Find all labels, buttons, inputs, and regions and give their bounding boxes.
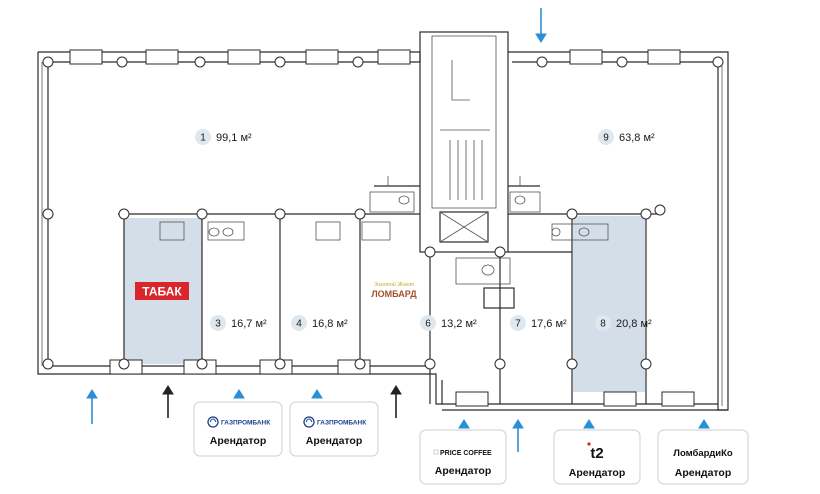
stair-core — [419, 31, 515, 309]
room-area: 20,8 м² — [616, 318, 652, 330]
room-area: 16,8 м² — [312, 318, 348, 330]
arrow-9 — [698, 419, 710, 429]
lombard-text: ЛОМБАРД — [371, 289, 417, 299]
tenant-card-gazprom-1: ГАЗПРОМБАНК Арендатор — [193, 401, 283, 457]
tenant-label: Арендатор — [210, 435, 267, 447]
room-area: 63,8 м² — [619, 132, 655, 144]
room-label-7: 7 17,6 м² — [510, 315, 567, 331]
lombard-sign: Золотой Жмот ЛОМБАРД — [371, 281, 417, 299]
room-area: 13,2 м² — [441, 318, 477, 330]
entrance-arrows — [86, 8, 710, 452]
room-label-9: 9 63,8 м² — [598, 129, 655, 145]
room-label-1: 1 99,1 м² — [195, 129, 252, 145]
arrow-3 — [233, 389, 245, 399]
room-area: 17,6 м² — [531, 318, 567, 330]
tenant-logo: PRICE COFFEE — [440, 450, 492, 457]
arrow-8 — [583, 419, 595, 429]
room-num: 6 — [425, 319, 431, 330]
room-label-8: 8 20,8 м² — [595, 315, 652, 331]
tenant-card-price-coffee: PRICE COFFEE Арендатор — [419, 429, 507, 485]
windows — [69, 49, 695, 407]
arrow-7 — [512, 419, 524, 452]
room-8-fill — [573, 216, 645, 392]
room-num: 3 — [215, 319, 221, 330]
tabak-sign: ТАБАК — [135, 282, 189, 300]
room-label-4: 4 16,8 м² — [291, 315, 348, 331]
arrow-4 — [311, 389, 323, 399]
room-label-6: 6 13,2 м² — [420, 315, 477, 331]
room-label-3: 3 16,7 м² — [210, 315, 267, 331]
room-num: 8 — [600, 319, 606, 330]
room-area: 16,7 м² — [231, 318, 267, 330]
tenant-label: Арендатор — [306, 435, 363, 447]
tabak-text: ТАБАК — [142, 285, 182, 299]
room-num: 9 — [603, 133, 609, 144]
tenant-logo: ГАЗПРОМБАНК — [317, 420, 366, 427]
arrow-6 — [458, 419, 470, 429]
tenant-logo: ЛомбардиКо — [673, 448, 733, 459]
tenant-label: Арендатор — [435, 465, 492, 477]
tenant-card-gazprom-2: ГАЗПРОМБАНК Арендатор — [289, 401, 379, 457]
tenant-logo: ГАЗПРОМБАНК — [221, 420, 270, 427]
tenant-label: Арендатор — [569, 467, 626, 479]
lombard-script: Золотой Жмот — [374, 281, 415, 288]
arrow-top — [535, 8, 547, 43]
tenant-label: Арендатор — [675, 467, 732, 479]
columns — [42, 56, 724, 370]
room-num: 1 — [200, 133, 206, 144]
tenant-card-lombardiko: ЛомбардиКо Арендатор — [657, 429, 749, 485]
tenant-card-t2: t2 Арендатор — [553, 429, 641, 485]
room-num: 7 — [515, 319, 521, 330]
tenant-logo: t2 — [590, 445, 603, 462]
partitions — [118, 176, 660, 404]
arrow-2 — [162, 385, 174, 418]
arrow-1 — [86, 389, 98, 424]
room-num: 4 — [296, 319, 302, 330]
arrow-5 — [390, 385, 402, 418]
room-area: 99,1 м² — [216, 132, 252, 144]
outer-walls — [37, 51, 729, 411]
